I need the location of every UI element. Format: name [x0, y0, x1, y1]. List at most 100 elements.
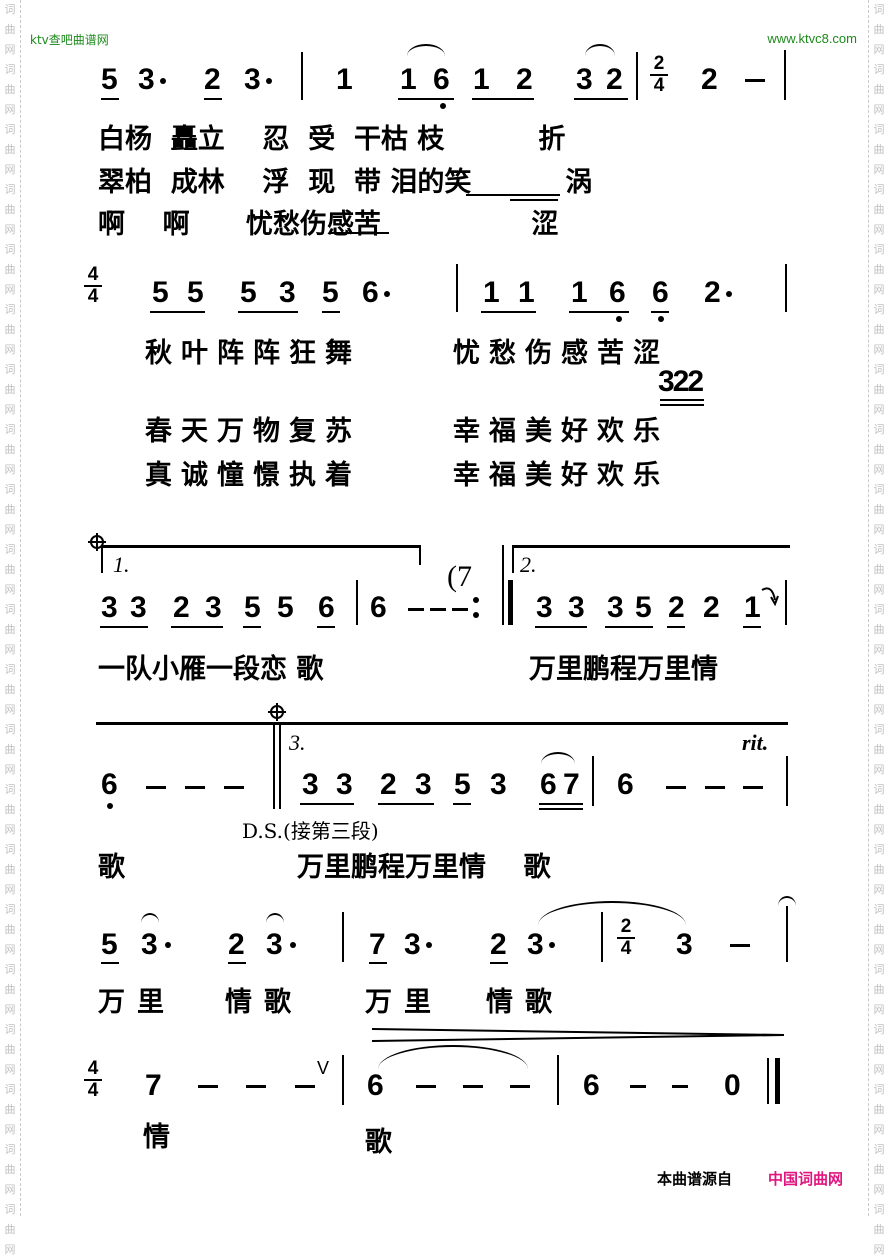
underline: [150, 311, 205, 313]
side-watermark-text: 词曲网: [4, 663, 16, 716]
note: 2: [606, 63, 623, 96]
note: 3: [101, 591, 118, 624]
note: 3: [676, 928, 693, 961]
barline: [557, 1055, 559, 1105]
dot: [426, 942, 432, 948]
underline: [481, 311, 536, 313]
note: 2: [490, 928, 507, 961]
note: 6: [362, 276, 379, 309]
barline: [784, 50, 786, 100]
dot: [384, 291, 390, 297]
dash: [295, 1085, 315, 1088]
note: 5: [152, 276, 169, 309]
left-watermark-column: 词曲网词曲网词曲网词曲网词曲网词曲网词曲网词曲网词曲网词曲网词曲网词曲网词曲网词…: [0, 0, 21, 1256]
note: 3: [536, 591, 553, 624]
side-watermark-text: 词曲网: [873, 843, 885, 896]
side-watermark-text: 词曲网: [873, 483, 885, 536]
side-watermark-text: 词曲网: [873, 63, 885, 116]
source-site-link[interactable]: 中国词曲网: [768, 1170, 844, 1188]
note: 7: [369, 928, 386, 961]
side-watermark-text: 词曲网: [873, 183, 885, 236]
underline: [466, 194, 560, 196]
note: 3: [266, 928, 283, 961]
dash: [146, 786, 166, 789]
volta-number-2: 2.: [520, 552, 537, 577]
side-watermark-text: 词曲网: [873, 1023, 885, 1076]
low-octave-dot: [440, 103, 446, 109]
barline: [636, 52, 638, 100]
side-watermark-text: 词曲网: [4, 543, 16, 596]
slur: [541, 752, 575, 764]
barline: [342, 1055, 344, 1105]
lyrics-verse-3: 啊 啊 忧愁伤感苦 涩: [98, 209, 559, 240]
side-watermark-text: 词曲网: [873, 723, 885, 776]
underline: [398, 98, 454, 100]
underline: [660, 399, 704, 401]
tempo-mark: rit.: [742, 730, 769, 755]
barline: [786, 906, 788, 962]
underline: [510, 199, 558, 201]
underline: [535, 626, 587, 628]
dash: [745, 79, 765, 82]
volta-bracket-3: [96, 722, 788, 725]
side-watermark-text: 词曲网: [4, 723, 16, 776]
note: 6: [540, 768, 557, 801]
lyrics-line-3a: 一队小雁一段恋 歌: [98, 654, 324, 685]
underline: [238, 311, 298, 313]
side-watermark-text: 词曲网: [4, 303, 16, 356]
fermata-icon: [778, 896, 796, 906]
side-watermark-text: 词曲网: [873, 903, 885, 956]
note: 5: [187, 276, 204, 309]
dash: [630, 1085, 646, 1088]
decrescendo-hairpin: [372, 1028, 784, 1042]
barline: [601, 912, 603, 962]
barline: [785, 580, 787, 625]
underline: [243, 626, 261, 628]
note: 1: [483, 276, 500, 309]
volta-bracket-2: [512, 545, 790, 548]
note: 2: [173, 591, 190, 624]
side-watermark-text: 词曲网: [4, 963, 16, 1016]
note: 3: [490, 768, 507, 801]
underline: [369, 962, 387, 964]
note: 1: [744, 591, 761, 624]
note: 5: [322, 276, 339, 309]
dot: [290, 942, 296, 948]
low-octave-dot: [658, 316, 664, 322]
note: 6: [370, 591, 387, 624]
side-watermark-text: 词曲网: [873, 363, 885, 416]
underline: [101, 98, 119, 100]
note: 2: [668, 591, 685, 624]
underline: [667, 626, 685, 628]
da-segno-instruction: D.S.(接第三段): [242, 819, 379, 843]
note: 5: [277, 591, 294, 624]
side-watermark-text: 词曲网: [873, 543, 885, 596]
dash: [743, 786, 763, 789]
side-watermark-text: 词曲网: [4, 1203, 16, 1256]
note: 6: [433, 63, 450, 96]
note: 3: [205, 591, 222, 624]
underline: [317, 626, 335, 628]
dot: [266, 78, 272, 84]
side-watermark-text: 词曲网: [873, 123, 885, 176]
repeat-dot: [473, 612, 479, 618]
dash: [666, 786, 686, 789]
note: 1: [400, 63, 417, 96]
note: 3: [141, 928, 158, 961]
note: 3: [302, 768, 319, 801]
underline: [322, 311, 340, 313]
dash: [463, 1085, 483, 1088]
underline: [539, 808, 583, 810]
note: 3: [130, 591, 147, 624]
underline: [100, 626, 148, 628]
side-watermark-text: 词曲网: [4, 783, 16, 836]
underline: [539, 803, 583, 805]
note: 5: [635, 591, 652, 624]
double-barline: [273, 722, 275, 809]
fermata-icon: [141, 913, 159, 923]
note: 6: [367, 1069, 384, 1102]
note: 2: [204, 63, 221, 96]
